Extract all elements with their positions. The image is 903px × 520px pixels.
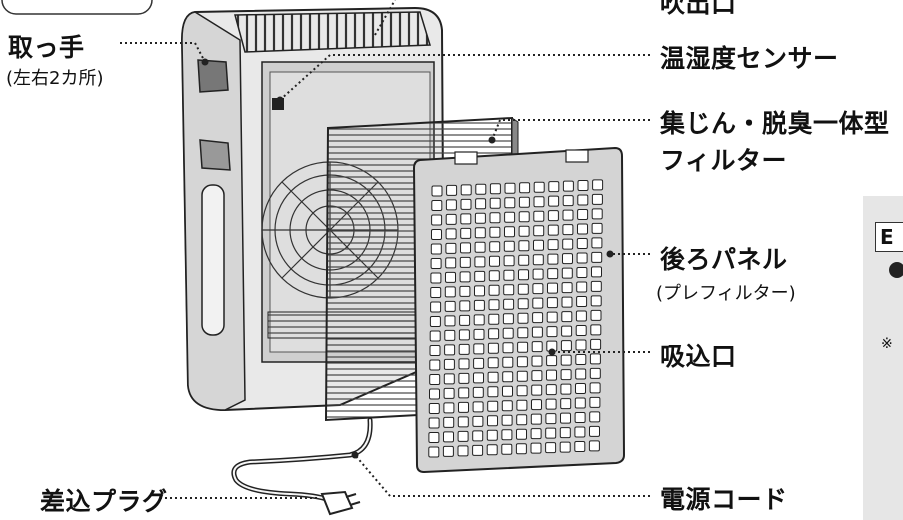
bullet-icon bbox=[889, 262, 903, 278]
label-handle-note: (左右2カ所) bbox=[6, 68, 104, 89]
label-handle: 取っ手 bbox=[8, 33, 85, 62]
label-intake: 吸込口 bbox=[660, 342, 737, 371]
label-sensor: 温湿度センサー bbox=[660, 44, 839, 73]
back-panel bbox=[412, 146, 626, 474]
side-panel-tag: E bbox=[875, 222, 903, 252]
label-cord: 電源コード bbox=[660, 485, 788, 514]
label-back-panel: 後ろパネル bbox=[660, 245, 788, 274]
label-plug: 差込プラグ bbox=[40, 487, 168, 516]
label-outlet: 吹出口 bbox=[660, 0, 737, 18]
label-back-panel-note: (プレフィルター) bbox=[656, 283, 796, 304]
side-info-panel: E ※ bbox=[863, 196, 903, 520]
plug-icon bbox=[320, 490, 354, 516]
label-filter-line1: 集じん・脱臭一体型 bbox=[660, 109, 890, 138]
handle-recess bbox=[197, 59, 229, 93]
intake-grid bbox=[428, 179, 604, 458]
outlet-grille bbox=[234, 11, 431, 53]
leader-lines bbox=[120, 0, 650, 499]
side-panel-note-mark: ※ bbox=[881, 336, 893, 352]
corner-badge bbox=[1, 0, 153, 15]
label-filter-line2: フィルター bbox=[660, 146, 788, 175]
